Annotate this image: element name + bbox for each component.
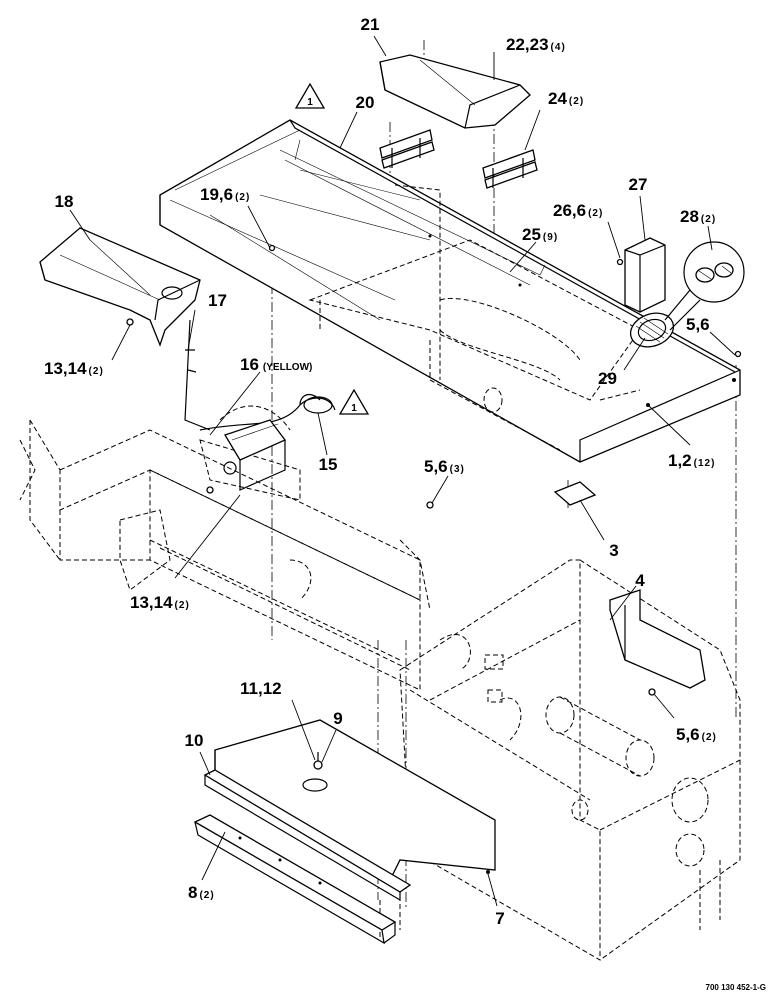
callout-25: 25(9) <box>522 225 558 244</box>
light-housing-part-27 <box>624 237 666 313</box>
callout-labels: 21 22,23(4) 20 24(2) 18 19,6(2) 27 26,6(… <box>44 15 717 928</box>
main-cover-part-20 <box>159 119 741 463</box>
svg-text:1: 1 <box>351 403 357 414</box>
callout-22-23: 22,23(4) <box>506 35 566 54</box>
lens-part-29 <box>629 312 675 348</box>
callout-5-6-middle: 5,6(3) <box>424 457 465 476</box>
callout-4: 4 <box>635 571 645 590</box>
side-bracket-part-4 <box>609 589 706 689</box>
callout-10: 10 <box>185 731 204 750</box>
bracket-part-24 <box>379 129 538 189</box>
callout-13-14-lower: 13,14(2) <box>130 593 190 612</box>
warning-triangle-icon: 1 <box>338 388 370 415</box>
callout-24: 24(2) <box>548 89 584 108</box>
leader-lines <box>69 35 736 907</box>
callout-7: 7 <box>495 909 504 928</box>
callout-16: 16(YELLOW) <box>240 355 312 374</box>
callout-15: 15 <box>319 455 338 474</box>
callout-3: 3 <box>609 541 618 560</box>
frame-weldment <box>19 405 741 961</box>
wiring-harness-part-16 <box>184 319 336 491</box>
callout-8: 8(2) <box>188 883 215 902</box>
warning-triangle-icon: 1 <box>294 82 326 109</box>
callout-1-2: 1,2(12) <box>668 451 715 470</box>
angle-strip-part-10 <box>203 769 412 902</box>
callout-21: 21 <box>361 15 380 34</box>
callout-11-12: 11,12 <box>240 679 282 698</box>
plate-part-3 <box>553 481 597 506</box>
callout-20: 20 <box>356 93 375 112</box>
reflector-detail-part-28 <box>664 241 745 331</box>
svg-text:1: 1 <box>307 97 313 108</box>
callout-18: 18 <box>55 192 74 211</box>
callout-28: 28(2) <box>680 207 716 226</box>
callout-27: 27 <box>629 175 648 194</box>
left-shield-part-18 <box>39 227 201 347</box>
drawing-number: 700 130 452-1-G <box>706 983 767 992</box>
callout-19-6: 19,6(2) <box>200 185 250 204</box>
top-shield-part-21 <box>379 54 531 129</box>
hardware-fasteners <box>126 244 742 770</box>
callout-5-6-upper: 5,6 <box>686 315 710 334</box>
callout-9: 9 <box>333 709 342 728</box>
callout-29: 29 <box>598 369 617 388</box>
callout-13-14-upper: 13,14(2) <box>44 359 104 378</box>
angle-strip-part-8 <box>193 814 397 945</box>
callout-17: 17 <box>208 291 227 310</box>
callout-5-6-lower: 5,6(2) <box>676 725 717 744</box>
callout-26-6: 26,6(2) <box>553 201 603 220</box>
